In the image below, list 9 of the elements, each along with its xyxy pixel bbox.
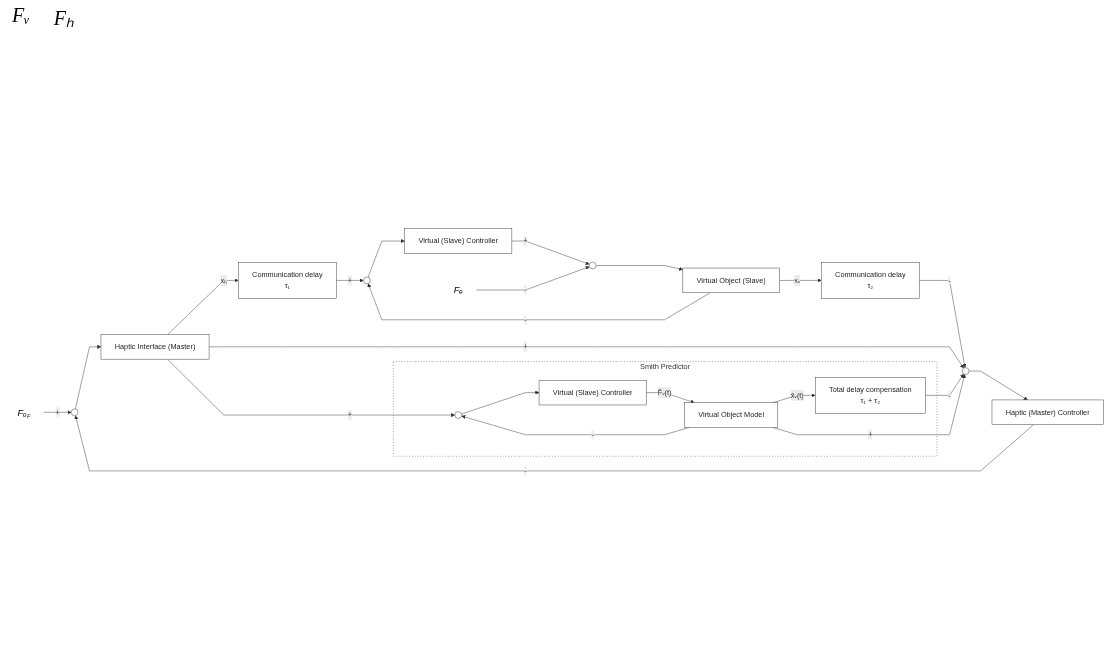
- node-text: Fₑ: [453, 285, 463, 296]
- node-circle: [70, 409, 79, 417]
- node-circle: [363, 277, 371, 285]
- signal-label: Fₕ: [53, 6, 75, 31]
- node-circle: [962, 367, 970, 376]
- node-circle: [588, 262, 597, 270]
- signal-label: Fᵥ: [12, 4, 30, 28]
- node-circle: [454, 411, 462, 420]
- node-text: Fₒₚ: [17, 407, 31, 418]
